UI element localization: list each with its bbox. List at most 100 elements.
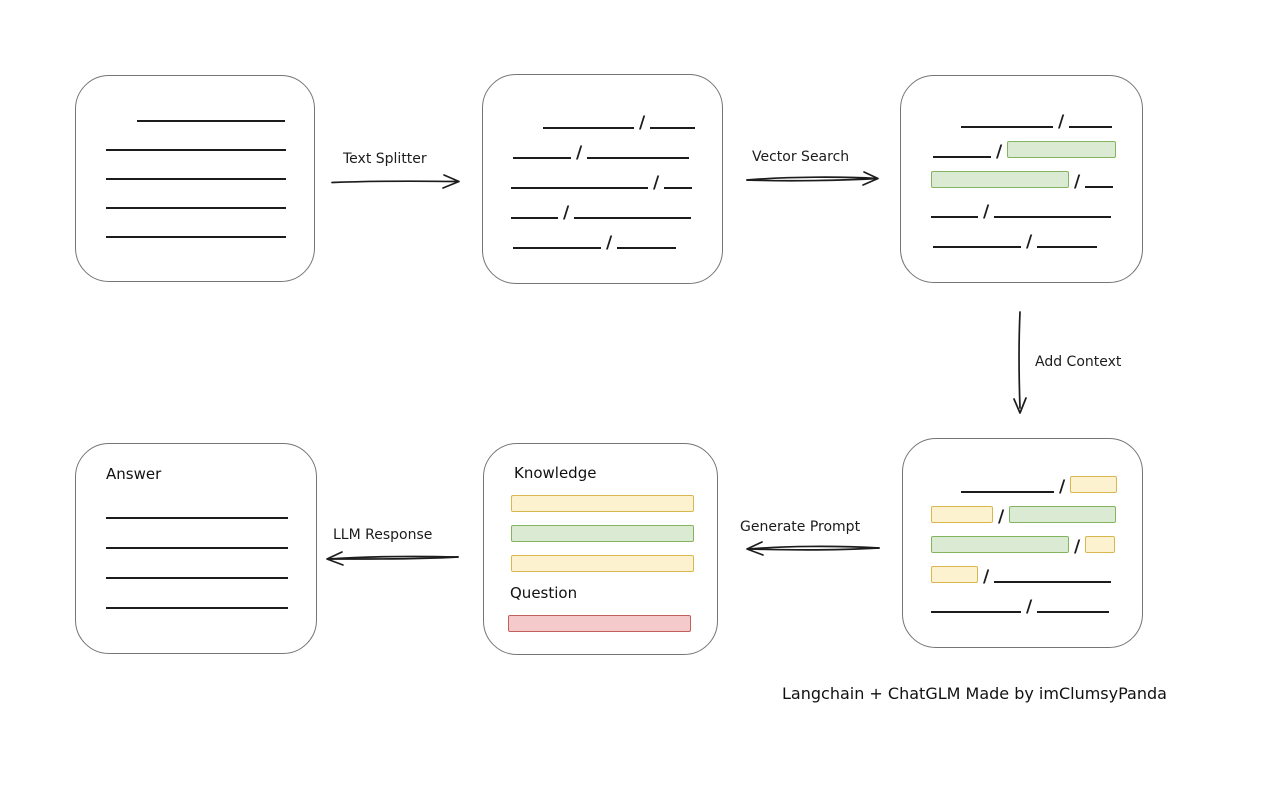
answer-box: Answer — [75, 443, 317, 654]
green-chunk — [1009, 506, 1117, 523]
chunk-row: / — [511, 99, 696, 133]
slash-separator: / — [983, 567, 990, 587]
text-line — [931, 216, 978, 218]
text-line — [574, 217, 692, 219]
slash-separator: / — [1074, 172, 1081, 192]
text-splitter-arrow-icon — [330, 172, 465, 194]
chunk-row — [106, 180, 286, 209]
slash-separator: / — [639, 113, 646, 133]
green-chunk — [1007, 141, 1117, 158]
slash-separator: / — [983, 202, 990, 222]
text-line — [106, 178, 286, 180]
slash-separator: / — [1074, 537, 1081, 557]
text-line — [1037, 611, 1110, 613]
text-line — [137, 120, 285, 122]
chunk-row — [106, 122, 286, 151]
text-line — [650, 127, 696, 129]
text-line — [961, 491, 1054, 493]
add-context-label: Add Context — [1035, 354, 1122, 370]
chunk-row — [511, 482, 694, 512]
question-title: Question — [510, 584, 578, 602]
chunk-row: / — [511, 159, 695, 192]
text-line — [106, 577, 288, 579]
chunk-row — [511, 542, 694, 572]
text-line — [106, 547, 288, 549]
text-line — [106, 149, 286, 151]
chunk-row: / — [931, 493, 1117, 527]
text-line — [931, 611, 1021, 613]
green-chunk — [931, 171, 1069, 188]
llm-response-arrow-icon — [321, 549, 461, 572]
llm-response-label: LLM Response — [333, 527, 433, 543]
text-line — [994, 216, 1112, 218]
text-line — [994, 581, 1112, 583]
chunk-row — [106, 93, 286, 122]
yellow-chunk — [931, 506, 993, 523]
knowledge-bars — [511, 482, 694, 572]
slash-separator: / — [1058, 112, 1065, 132]
caption-text: Langchain + ChatGLM Made by imClumsyPand… — [782, 684, 1167, 703]
chunks-lines: ///// — [511, 99, 696, 253]
spacer — [106, 121, 137, 122]
text-line — [543, 127, 634, 129]
yellow-chunk — [511, 555, 694, 572]
chunk-row — [511, 512, 694, 542]
slash-separator: / — [1026, 232, 1033, 252]
knowledge-title: Knowledge — [514, 464, 597, 482]
text-line — [664, 187, 693, 189]
red-chunk — [508, 615, 691, 632]
add-context-arrow-icon — [1010, 310, 1030, 422]
text-line — [513, 157, 571, 159]
text-line — [933, 156, 991, 158]
context-chunks-lines: ///// — [931, 463, 1118, 617]
chunk-row: / — [931, 523, 1117, 557]
text-line — [1085, 186, 1114, 188]
green-chunk — [511, 525, 694, 542]
chunk-row: / — [929, 158, 1116, 192]
text-line — [106, 607, 288, 609]
text-line — [1069, 126, 1113, 128]
slash-separator: / — [606, 233, 613, 253]
answer-lines — [106, 489, 288, 609]
text-line — [511, 217, 558, 219]
answer-title: Answer — [106, 465, 162, 483]
chunk-row: / — [929, 188, 1116, 222]
chunk-row — [106, 519, 288, 549]
text-line — [513, 247, 601, 249]
generate-prompt-label: Generate Prompt — [740, 519, 861, 535]
spacer — [931, 492, 961, 493]
text-line — [1037, 246, 1098, 248]
chunk-row: / — [931, 583, 1117, 617]
chunk-row — [106, 579, 288, 609]
document-box — [75, 75, 315, 282]
chunk-row: / — [929, 218, 1116, 252]
text-line — [106, 236, 286, 238]
green-chunk — [931, 536, 1069, 553]
vector-search-label: Vector Search — [752, 149, 850, 165]
text-splitter-label: Text Splitter — [343, 151, 427, 167]
yellow-chunk — [1085, 536, 1116, 553]
chunk-row — [508, 602, 691, 632]
vector-search-arrow-icon — [744, 168, 884, 194]
yellow-chunk — [931, 566, 978, 583]
slash-separator: / — [1026, 597, 1033, 617]
document-lines — [106, 93, 286, 238]
text-line — [961, 126, 1053, 128]
prompt-box: Knowledge Question — [483, 443, 718, 655]
matched-chunks-box: ///// — [900, 75, 1143, 283]
slash-separator: / — [998, 507, 1005, 527]
generate-prompt-arrow-icon — [740, 539, 882, 563]
chunk-row: / — [511, 129, 695, 162]
spacer — [511, 128, 543, 129]
chunks-box: ///// — [482, 74, 723, 284]
text-line — [511, 187, 648, 189]
matched-chunks-lines: ///// — [929, 98, 1117, 252]
text-line — [617, 247, 677, 249]
yellow-chunk — [1070, 476, 1118, 493]
text-line — [587, 157, 690, 159]
chunk-row — [106, 489, 288, 519]
text-line — [106, 517, 288, 519]
chunk-row: / — [511, 219, 695, 253]
text-line — [933, 246, 1021, 248]
